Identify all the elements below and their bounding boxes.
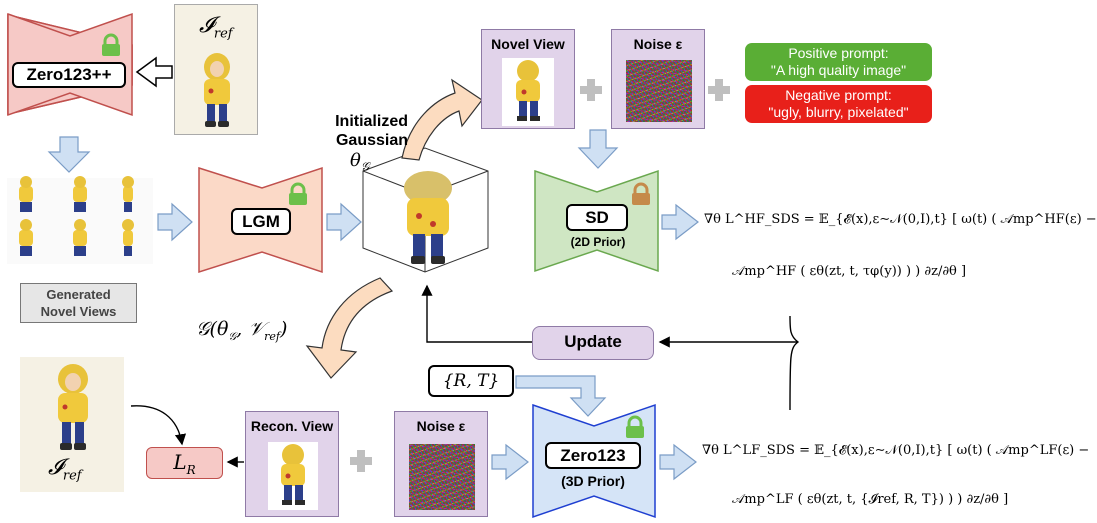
loss-lr-box: LR (146, 447, 223, 479)
iref-bottom-label: 𝓘ref (48, 455, 82, 484)
arrow-iref-to-zero123pp (135, 56, 173, 88)
toy-figure-image (58, 364, 88, 450)
lock-icon (624, 415, 646, 438)
arrow-zero123pp-down (47, 136, 91, 173)
arrow-noise-to-zero123 (491, 443, 529, 481)
zero123pp-label: Zero123++ (12, 62, 126, 88)
arrow-to-sd (577, 129, 619, 169)
sd-label: SD (566, 204, 628, 231)
lock-icon (287, 182, 309, 205)
theta-g-label: θ𝒢 (350, 150, 370, 174)
recon-view-image (268, 442, 318, 510)
line-update-to-cube (421, 284, 532, 343)
equation-lf-line2: 𝒜mp^LF ( εθ(zt, t, {𝓘ref, R, T}) ) ) ∂z/… (732, 492, 1009, 507)
equation-lf-line1: ∇θ L^LF_SDS = 𝔼_{𝓔(x),ε∼𝒩(0,I),t} [ ω(t)… (702, 443, 1090, 458)
arrow-iref-to-lr (130, 405, 187, 446)
novel-view-panel: Novel View (481, 29, 575, 129)
arrow-zero123-to-eq (659, 443, 697, 481)
noise-top-panel: Noise ε (611, 29, 705, 129)
equation-hf-line2: 𝒜mp^HF ( εθ(zt, t, τφ(y)) ) ) ∂z/∂θ ] (732, 264, 967, 279)
rt-box: {R, T} (428, 365, 514, 397)
noise-bottom-label: Noise ε (416, 418, 466, 434)
noise-top-label: Noise ε (633, 36, 683, 52)
generated-views-grid (7, 176, 153, 264)
curve-arrow-to-novel (401, 78, 483, 161)
lock-icon (100, 33, 122, 56)
iref-top-panel: 𝓘ref (174, 4, 258, 135)
plus-prompt-icon (708, 79, 730, 101)
negative-prompt: Negative prompt:"ugly, blurry, pixelated… (745, 85, 932, 123)
positive-prompt: Positive prompt:"A high quality image" (745, 43, 932, 81)
noise-bottom-panel: Noise ε (394, 411, 488, 517)
recon-view-label: Recon. View (250, 418, 334, 434)
plus-top-icon (580, 79, 602, 101)
arrow-lgm-to-cube (326, 202, 362, 242)
iref-top-label: 𝓘ref (199, 13, 233, 42)
eq-brace (789, 315, 800, 411)
zero123-sublabel: (3D Prior) (561, 473, 625, 489)
arrow-generated-to-lgm (157, 202, 193, 242)
update-box: Update (532, 326, 654, 360)
novel-view-image (502, 58, 554, 126)
recon-view-panel: Recon. View (245, 411, 339, 517)
equation-hf-line1: ∇θ L^HF_SDS = 𝔼_{𝓔(x),ε∼𝒩(0,I),t} [ ω(t)… (704, 212, 1097, 227)
zero123-label: Zero123 (545, 442, 641, 469)
lgm-label: LGM (231, 208, 291, 235)
arrow-sd-to-eq (661, 203, 699, 241)
noise-bottom-image (409, 444, 475, 510)
iref-bottom-panel: 𝓘ref (20, 357, 124, 492)
noise-top-image (626, 60, 692, 122)
toy-figure-image (204, 53, 230, 127)
sd-sublabel: (2D Prior) (570, 235, 626, 249)
novel-view-label: Novel View (491, 36, 565, 52)
plus-bottom-icon (350, 450, 372, 472)
lock-icon (630, 182, 652, 205)
gaussian-toy-image (404, 171, 452, 264)
curve-arrow-to-recon (305, 277, 394, 379)
generated-views-image (19, 176, 134, 256)
arrow-rt-to-zero123 (515, 375, 607, 417)
g-function-label: 𝒢(θ𝒢, 𝒱ref) (196, 318, 288, 343)
